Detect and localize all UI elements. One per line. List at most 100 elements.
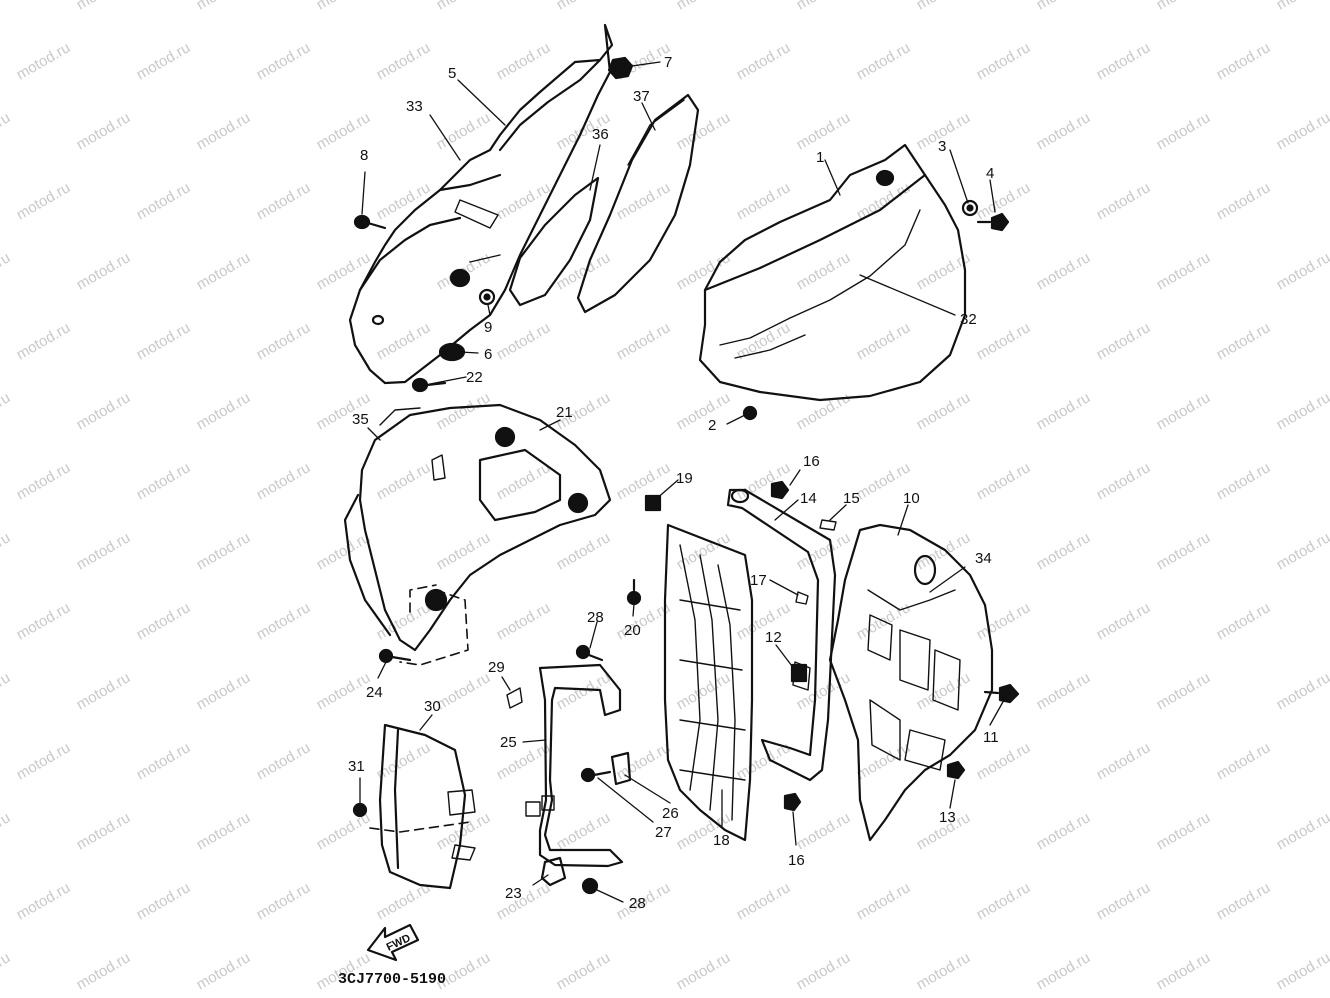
watermark-text: motod.ru: [614, 739, 674, 783]
watermark-text: motod.ru: [14, 599, 74, 643]
watermark-text: motod.ru: [494, 459, 554, 503]
callout-24: 24: [366, 684, 383, 701]
watermark-text: motod.ru: [434, 0, 494, 13]
watermark-text: motod.ru: [1154, 249, 1214, 293]
watermark-text: motod.ru: [494, 39, 554, 83]
watermark-text: motod.ru: [0, 669, 13, 713]
watermark-text: motod.ru: [14, 179, 74, 223]
number-plate: [343, 403, 612, 666]
watermark-text: motod.ru: [374, 39, 434, 83]
watermark-text: motod.ru: [134, 739, 194, 783]
left-side-cover: [348, 23, 614, 385]
watermark-text: motod.ru: [1034, 109, 1094, 153]
watermark-text: motod.ru: [734, 459, 794, 503]
watermark-text: motod.ru: [674, 949, 734, 993]
watermark-text: motod.ru: [614, 459, 674, 503]
fwd-arrow: FWD: [366, 923, 420, 962]
bolt-28-top: [575, 644, 604, 662]
decal-37: [576, 93, 700, 314]
watermark-text: motod.ru: [14, 739, 74, 783]
watermark-text: motod.ru: [854, 739, 914, 783]
watermark-text: motod.ru: [1154, 669, 1214, 713]
watermark-text: motod.ru: [494, 179, 554, 223]
watermark-text: motod.ru: [134, 599, 194, 643]
watermark-text: motod.ru: [854, 879, 914, 923]
watermark-text: motod.ru: [134, 879, 194, 923]
watermark-text: motod.ru: [314, 529, 374, 573]
watermark-text: motod.ru: [734, 599, 794, 643]
watermark-text: motod.ru: [74, 109, 134, 153]
callout-37: 37: [633, 88, 650, 105]
watermark-text: motod.ru: [0, 0, 13, 13]
hardware-fasteners: [352, 56, 1020, 895]
watermark-text: motod.ru: [74, 529, 134, 573]
watermark-text: motod.ru: [1274, 529, 1330, 573]
radiator-shroud-10: [828, 523, 994, 842]
callout-2: 2: [708, 417, 716, 434]
bolt-11: [983, 683, 1020, 704]
watermark-text: motod.ru: [1274, 669, 1330, 713]
watermark-text: motod.ru: [14, 39, 74, 83]
callout-18: 18: [713, 832, 730, 849]
right-side-cover: [698, 143, 967, 402]
watermark-text: motod.ru: [74, 249, 134, 293]
watermark-text: motod.ru: [674, 249, 734, 293]
watermark-text: motod.ru: [134, 39, 194, 83]
watermark-text: motod.ru: [794, 0, 854, 13]
callout-labels: 1 2 3 4 5 6 7 8 9 10 11 12 13 14 15 16 1…: [348, 54, 999, 912]
washer-9: [478, 288, 496, 306]
callout-25: 25: [500, 734, 517, 751]
watermark-text: motod.ru: [434, 529, 494, 573]
mud-guard-30: [369, 723, 476, 890]
watermark-text: motod.ru: [1274, 109, 1330, 153]
watermark-text: motod.ru: [1274, 0, 1330, 13]
watermark-text: motod.ru: [794, 949, 854, 993]
callout-9: 9: [484, 319, 492, 336]
watermark-text: motod.ru: [1154, 949, 1214, 993]
watermark-text: motod.ru: [194, 389, 254, 433]
watermark-text: motod.ru: [1094, 599, 1154, 643]
watermark-text: motod.ru: [494, 879, 554, 923]
watermark-text: motod.ru: [674, 669, 734, 713]
watermark-text: motod.ru: [134, 319, 194, 363]
watermark-text: motod.ru: [1094, 319, 1154, 363]
watermark-text: motod.ru: [74, 949, 134, 993]
watermark-text: motod.ru: [974, 459, 1034, 503]
watermark-text: motod.ru: [554, 0, 614, 13]
callout-1: 1: [816, 149, 824, 166]
callout-33: 33: [406, 98, 423, 115]
watermark-text: motod.ru: [674, 389, 734, 433]
watermark-text: motod.ru: [14, 319, 74, 363]
watermark-text: motod.ru: [314, 0, 374, 13]
bolt-28-bottom: [581, 877, 599, 895]
watermark-text: motod.ru: [1214, 179, 1274, 223]
watermark-text: motod.ru: [1034, 0, 1094, 13]
watermark-text: motod.ru: [734, 179, 794, 223]
clip-26: [610, 751, 632, 786]
drawing-code: 3CJ7700-5190: [338, 971, 446, 988]
watermark-text: motod.ru: [1034, 949, 1094, 993]
watermark-text: motod.ru: [494, 319, 554, 363]
callout-12: 12: [765, 629, 782, 646]
watermark-text: motod.ru: [914, 0, 974, 13]
callout-13: 13: [939, 809, 956, 826]
watermark-text: motod.ru: [254, 39, 314, 83]
leader-lines: [359, 61, 1005, 903]
watermark-text: motod.ru: [374, 319, 434, 363]
watermark-text: motod.ru: [974, 599, 1034, 643]
watermark-text: motod.ru: [314, 809, 374, 853]
watermark-text: motod.ru: [1274, 249, 1330, 293]
watermark-text: motod.ru: [254, 599, 314, 643]
callout-11: 11: [983, 729, 999, 746]
watermark-text: motod.ru: [674, 109, 734, 153]
watermark-text: motod.ru: [194, 109, 254, 153]
watermark-text: motod.ru: [554, 809, 614, 853]
callout-23: 23: [505, 885, 522, 902]
watermark-text: motod.ru: [1094, 39, 1154, 83]
callout-34: 34: [975, 550, 992, 567]
watermark-text: motod.ru: [494, 599, 554, 643]
washer-2: [742, 405, 758, 421]
watermark-text: motod.ru: [0, 809, 13, 853]
